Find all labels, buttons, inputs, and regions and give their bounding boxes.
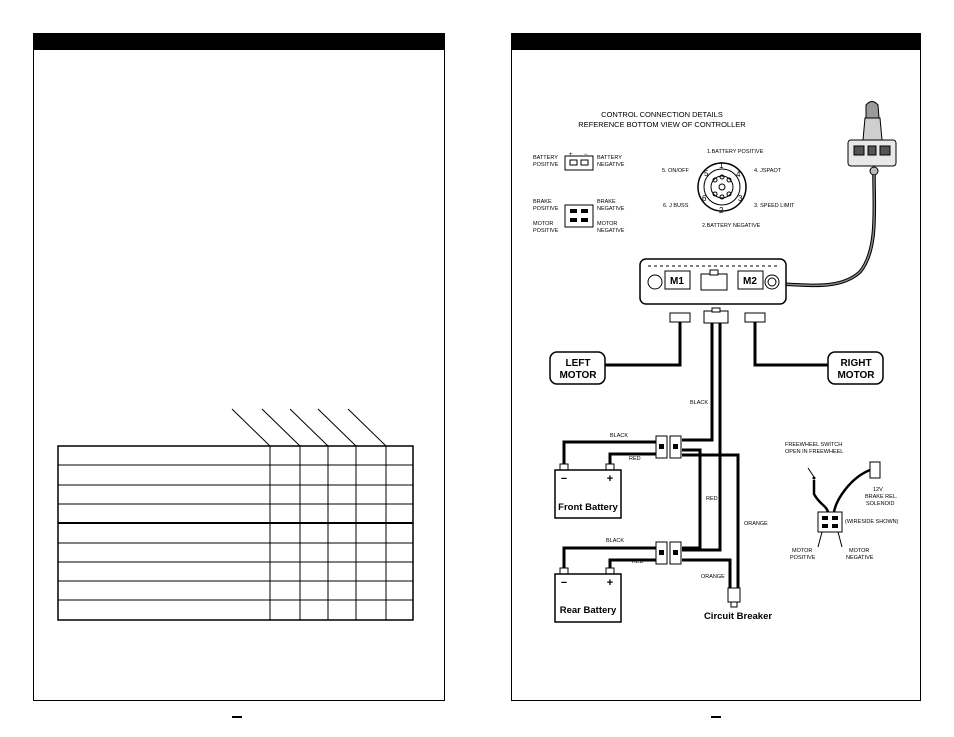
wire-label-red-front: RED — [629, 456, 641, 462]
right-page-number-dash — [711, 716, 721, 718]
front-battery-label: Front Battery — [558, 502, 618, 513]
svg-text:MOTOR: MOTOR — [849, 548, 869, 554]
wire-label-orange-bottom: ORANGE — [701, 574, 725, 580]
m2-port — [737, 270, 764, 290]
joystick-controller — [777, 101, 897, 288]
rear-battery: − + Rear Battery — [554, 567, 622, 623]
svg-text:3. SPEED LIMIT: 3. SPEED LIMIT — [754, 203, 795, 209]
svg-text:POSITIVE: POSITIVE — [533, 228, 559, 234]
m1-port — [664, 270, 691, 290]
motor-wires — [600, 322, 828, 367]
front-battery: − + Front Battery — [554, 463, 622, 519]
m2-label: M2 — [743, 276, 757, 287]
right-motor-plug — [744, 312, 766, 323]
svg-text:6: 6 — [702, 194, 707, 203]
svg-text:6. J BUSS: 6. J BUSS — [663, 203, 689, 209]
wire-label-orange-right: ORANGE — [744, 521, 768, 527]
diagonal-2 — [261, 408, 301, 447]
svg-text:MOTOR: MOTOR — [792, 548, 812, 554]
wire-label-black-rear: BLACK — [606, 538, 624, 544]
svg-text:−: − — [584, 152, 588, 158]
svg-text:5. ON/OFF: 5. ON/OFF — [662, 168, 690, 174]
freewheel-detail: FREEWHEEL SWITCH OPEN IN FREEWHEEL 12V B… — [785, 442, 899, 561]
svg-text:OPEN IN FREEWHEEL: OPEN IN FREEWHEEL — [785, 449, 843, 455]
svg-text:POSITIVE: POSITIVE — [790, 555, 816, 561]
front-fuse-holders — [655, 435, 682, 459]
left-motor-plug — [669, 312, 691, 323]
diagonal-4 — [317, 408, 357, 447]
svg-text:1: 1 — [719, 161, 724, 170]
motor-controller: M1 M2 — [639, 258, 787, 305]
table-border — [57, 445, 414, 621]
battery-plug — [703, 310, 729, 324]
right-motor: RIGHT MOTOR — [827, 351, 884, 385]
left-motor: LEFT MOTOR — [549, 351, 606, 385]
round-connector-outer — [697, 162, 747, 212]
wire-label-red-rear: RED — [632, 559, 644, 565]
svg-text:MOTOR: MOTOR — [533, 221, 553, 227]
circuit-breaker: Circuit Breaker — [704, 587, 772, 622]
wire-label-black-top: BLACK — [690, 400, 708, 406]
brake-motor-connector-detail: BRAKE POSITIVE MOTOR POSITIVE BRAKE NEGA… — [533, 199, 625, 234]
svg-text:4. JSPAOT: 4. JSPAOT — [754, 168, 782, 174]
svg-text:−: − — [561, 577, 567, 589]
svg-text:1.BATTERY POSITIVE: 1.BATTERY POSITIVE — [707, 149, 764, 155]
svg-text:SOLENOID: SOLENOID — [866, 501, 894, 507]
svg-text:BRAKE: BRAKE — [597, 199, 616, 205]
battery-connector-detail: BATTERY POSITIVE + − BATTERY NEGATIVE — [533, 152, 625, 171]
brake-solenoid — [869, 461, 881, 479]
left-page-header-bar — [34, 34, 444, 50]
svg-text:+: + — [607, 473, 613, 485]
svg-text:BRAKE: BRAKE — [533, 199, 552, 205]
svg-text:NEGATIVE: NEGATIVE — [597, 206, 625, 212]
left-page-number-dash — [232, 716, 242, 718]
svg-text:4: 4 — [736, 170, 741, 179]
battery-wiring — [562, 323, 740, 590]
table-grid — [57, 445, 414, 621]
circuit-breaker-label: Circuit Breaker — [704, 611, 772, 622]
m1-label: M1 — [670, 276, 684, 287]
svg-text:FREEWHEEL SWITCH: FREEWHEEL SWITCH — [785, 442, 842, 448]
diagram-title-line2: REFERENCE BOTTOM VIEW OF CONTROLLER — [578, 120, 746, 129]
wire-label-black-front: BLACK — [610, 433, 628, 439]
svg-text:2.BATTERY NEGATIVE: 2.BATTERY NEGATIVE — [702, 223, 761, 229]
svg-text:+: + — [569, 152, 573, 158]
svg-text:2: 2 — [719, 206, 724, 215]
svg-text:BATTERY: BATTERY — [533, 155, 558, 161]
svg-text:5: 5 — [704, 169, 709, 178]
brake-motor-connector-body — [564, 204, 594, 228]
svg-text:NEGATIVE: NEGATIVE — [597, 162, 625, 168]
left-page-panel — [33, 33, 445, 701]
svg-text:BRAKE REL.: BRAKE REL. — [865, 494, 898, 500]
diagonal-3 — [289, 408, 329, 447]
svg-text:NEGATIVE: NEGATIVE — [846, 555, 874, 561]
svg-text:(WIRESIDE SHOWN): (WIRESIDE SHOWN) — [845, 519, 899, 525]
svg-text:RIGHT: RIGHT — [840, 358, 871, 369]
diagram-title-line1: CONTROL CONNECTION DETAILS — [601, 110, 723, 119]
svg-text:+: + — [607, 577, 613, 589]
svg-text:BATTERY: BATTERY — [597, 155, 622, 161]
svg-text:LEFT: LEFT — [566, 358, 591, 369]
battery-connector-body — [564, 155, 594, 171]
svg-text:−: − — [561, 473, 567, 485]
svg-text:MOTOR: MOTOR — [837, 370, 875, 381]
svg-text:MOTOR: MOTOR — [559, 370, 597, 381]
diagonal-1 — [231, 408, 271, 447]
wire-label-red-mid: RED — [706, 496, 718, 502]
rear-battery-label: Rear Battery — [560, 605, 617, 616]
round-connector-detail: 1 2 3 4 5 6 1.BATTERY POSITIVE 2.BATTERY… — [662, 149, 795, 229]
svg-text:POSITIVE: POSITIVE — [533, 206, 559, 212]
svg-text:12V: 12V — [873, 487, 883, 493]
svg-text:POSITIVE: POSITIVE — [533, 162, 559, 168]
brake-connector-wireside — [817, 511, 843, 533]
rear-fuse-holders — [655, 541, 682, 565]
column-header-diagonals — [231, 408, 387, 447]
svg-text:NEGATIVE: NEGATIVE — [597, 228, 625, 234]
svg-text:3: 3 — [738, 194, 743, 203]
right-page-header-bar — [512, 34, 920, 50]
svg-text:MOTOR: MOTOR — [597, 221, 617, 227]
diagonal-5 — [347, 408, 387, 447]
